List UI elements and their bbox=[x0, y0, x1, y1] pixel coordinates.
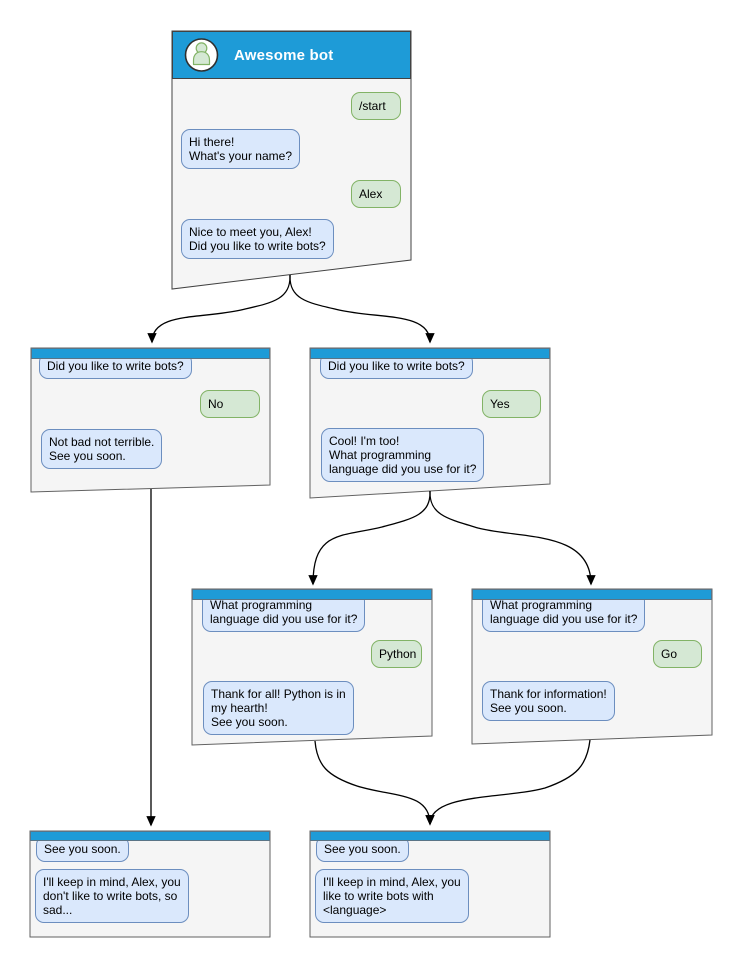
main-window-header: Awesome bot bbox=[172, 31, 411, 79]
end-no-titlebar bbox=[30, 831, 270, 841]
bot-message-bubble: I'll keep in mind, Alex, you like to wri… bbox=[315, 869, 469, 923]
bot-message-bubble: Hi there! What's your name? bbox=[181, 129, 301, 169]
end-yes-titlebar bbox=[310, 831, 550, 841]
user-message-bubble: Python bbox=[371, 640, 422, 668]
bot-message-bubble: Cool! I'm too! What programming language… bbox=[321, 428, 485, 482]
edge-main-to-branch-yes bbox=[289, 274, 435, 344]
user-message-bubble: No bbox=[200, 390, 260, 418]
branch-yes-titlebar bbox=[310, 348, 550, 359]
user-message-bubble: Yes bbox=[482, 390, 541, 418]
user-message-bubble: Alex bbox=[351, 180, 401, 208]
bot-message-bubble: Nice to meet you, Alex! Did you like to … bbox=[181, 219, 334, 259]
user-message-bubble: /start bbox=[351, 92, 401, 120]
bot-message-bubble: I'll keep in mind, Alex, you don't like … bbox=[35, 869, 189, 923]
bot-avatar-icon bbox=[184, 38, 219, 72]
edge-python-to-end-yes bbox=[314, 740, 435, 826]
branch-no-titlebar bbox=[31, 348, 270, 359]
bot-message-bubble: Thank for information! See you soon. bbox=[482, 681, 615, 721]
edge-go-to-end-yes bbox=[425, 739, 591, 826]
bot-message-bubble: Thank for all! Python is in my hearth! S… bbox=[203, 681, 354, 735]
branch-go-titlebar bbox=[472, 589, 712, 600]
edge-branch-yes-to-go bbox=[429, 490, 596, 586]
bot-message-bubble: Not bad not terrible. See you soon. bbox=[41, 429, 163, 469]
branch-python-titlebar bbox=[192, 589, 432, 600]
edge-main-to-branch-no bbox=[147, 274, 291, 344]
bot-title: Awesome bot bbox=[234, 46, 334, 64]
edge-branch-yes-to-python bbox=[308, 490, 431, 586]
user-message-bubble: Go bbox=[653, 640, 702, 668]
